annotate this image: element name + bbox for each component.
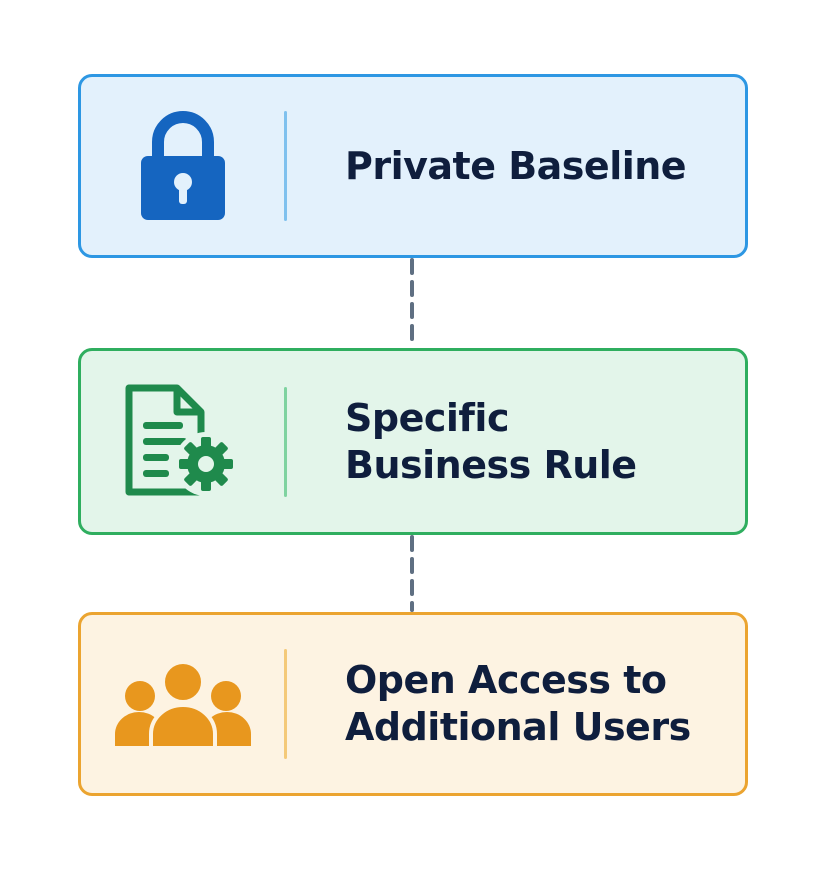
step-label-line: Open Access to — [345, 658, 667, 702]
connector-dashed-2 — [409, 535, 415, 612]
step-label-line: Business Rule — [345, 442, 637, 487]
step-label: Private Baseline — [287, 143, 745, 190]
document-gear-icon — [81, 351, 284, 532]
step-card-business-rule: Specific Business Rule — [78, 348, 748, 535]
lock-icon — [81, 77, 284, 255]
step-label-line: Private Baseline — [345, 143, 687, 188]
step-label: Specific Business Rule — [287, 395, 745, 489]
step-card-private-baseline: Private Baseline — [78, 74, 748, 258]
step-label-line: Specific — [345, 395, 509, 440]
step-card-open-access: Open Access to Additional Users — [78, 612, 748, 796]
card-divider — [284, 111, 287, 221]
connector-dashed-1 — [409, 258, 415, 348]
step-label: Open Access to Additional Users — [287, 657, 745, 751]
users-group-icon — [81, 615, 284, 793]
card-divider — [284, 386, 287, 497]
card-divider — [284, 649, 287, 759]
step-label-line: Additional Users — [345, 705, 691, 749]
